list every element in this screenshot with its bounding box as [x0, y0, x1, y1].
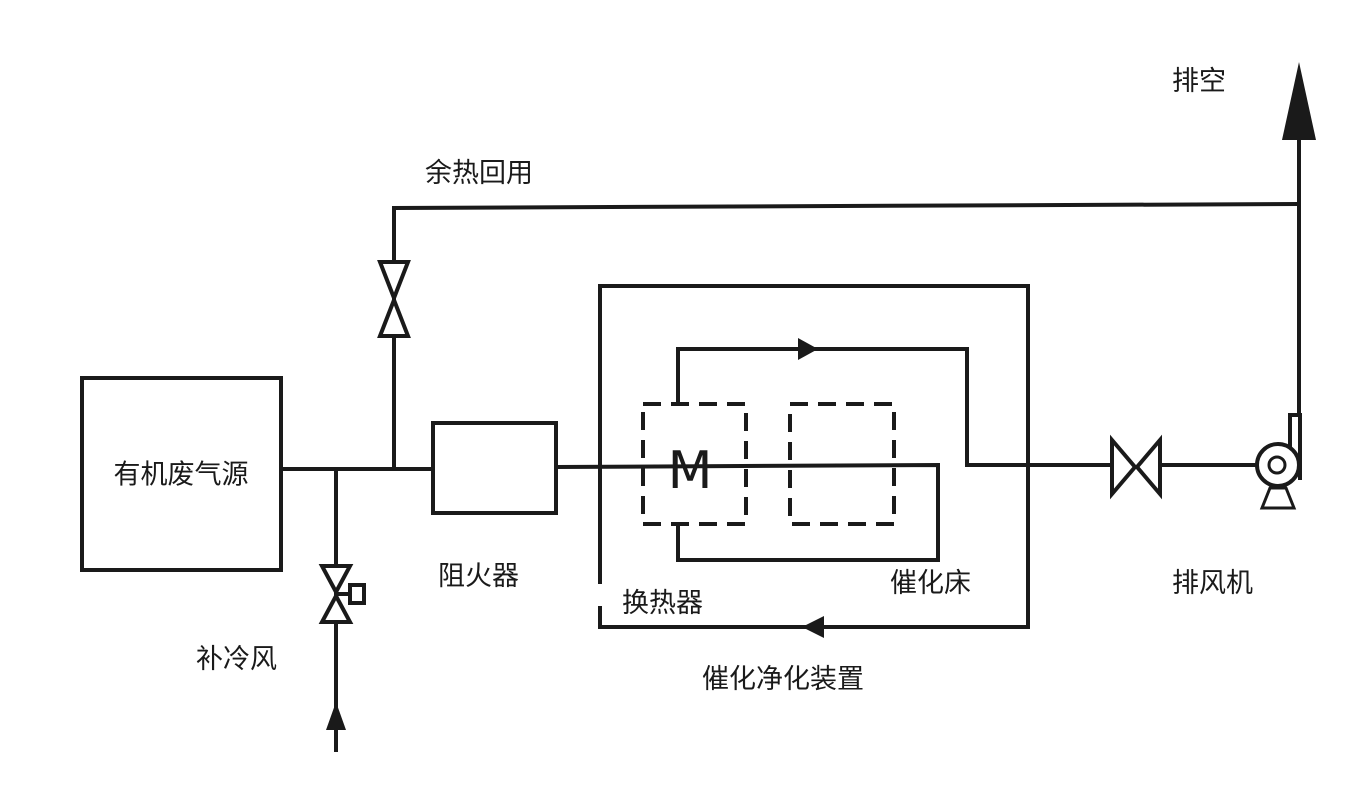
cooling-air-label: 补冷风: [196, 644, 277, 675]
motor-symbol: M: [668, 441, 713, 501]
cooling-air-arrow-icon: [326, 702, 346, 730]
flame-arrester-box: [431, 421, 558, 515]
source-label: 有机废气源: [114, 460, 249, 491]
source-box: [80, 376, 283, 572]
waste-gas-source: 有机废气源: [80, 376, 283, 572]
catalytic-purification-device: 催化净化装置: [598, 284, 1030, 695]
inner-flow-pipe-upper: [676, 347, 1115, 467]
upper-flow-arrow-icon: [798, 338, 818, 360]
cooling-air-branch: 补冷风: [196, 469, 366, 752]
heat-recovery-valve-icon[interactable]: [377, 260, 411, 338]
heat-exchanger: M 换热器: [622, 402, 748, 619]
flame-arrester: 阻火器: [431, 421, 558, 592]
device-enclosure: [598, 284, 1030, 629]
heat-exchanger-label: 换热器: [622, 588, 703, 619]
exhaust-fan-icon[interactable]: [1255, 413, 1302, 510]
heat-recovery-branch: 余热回用: [377, 158, 1300, 469]
cooling-air-valve-icon[interactable]: [318, 564, 366, 624]
heat-recovery-pipe: [392, 202, 1300, 469]
exhaust-arrow-icon: [1282, 62, 1316, 140]
catalytic-bed: 催化床: [788, 402, 971, 599]
catalytic-bed-label: 催化床: [890, 568, 971, 599]
device-flow-arrow-icon: [802, 616, 824, 638]
fan-label: 排风机: [1172, 568, 1253, 599]
exhaust-label: 排空: [1172, 66, 1226, 97]
heat-recovery-label: 余热回用: [425, 158, 533, 189]
inner-flow-pipe-lower: [555, 462, 940, 562]
flame-arrester-label: 阻火器: [438, 561, 519, 592]
exhaust-stack: 排空: [1172, 62, 1316, 415]
outlet-valve-icon[interactable]: [1110, 434, 1162, 500]
device-label: 催化净化装置: [702, 664, 864, 695]
